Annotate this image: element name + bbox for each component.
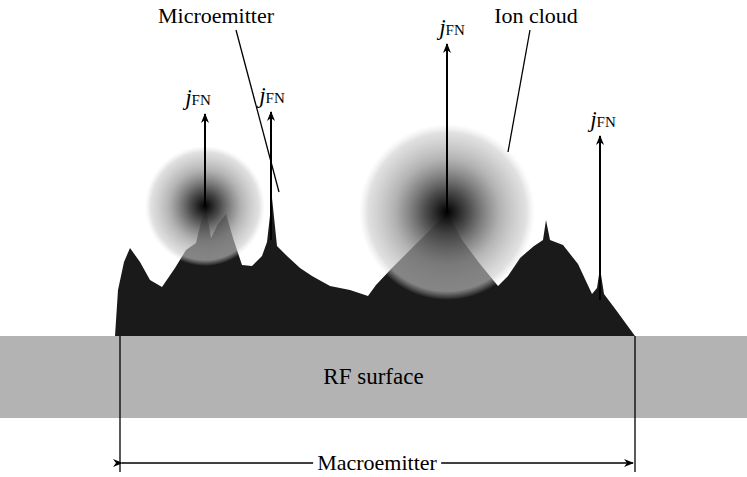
extension-line (634, 336, 635, 472)
current-label: jFN (185, 86, 211, 109)
current-arrow (204, 114, 206, 206)
extension-line (119, 336, 120, 472)
current-arrow (599, 136, 601, 300)
current-arrow (270, 112, 272, 240)
callout-label: Microemitter (158, 5, 274, 27)
current-label: jFN (259, 84, 285, 107)
current-arrow (446, 44, 448, 212)
surface-band: RF surface (0, 336, 747, 418)
callout-label: Ion cloud (494, 5, 578, 27)
leader-line (508, 30, 530, 152)
surface-label: RF surface (323, 364, 423, 390)
leader-line (236, 30, 279, 192)
dimension-label: Macroemitter (313, 452, 441, 474)
current-label: jFN (439, 16, 465, 39)
current-label: jFN (590, 108, 616, 131)
